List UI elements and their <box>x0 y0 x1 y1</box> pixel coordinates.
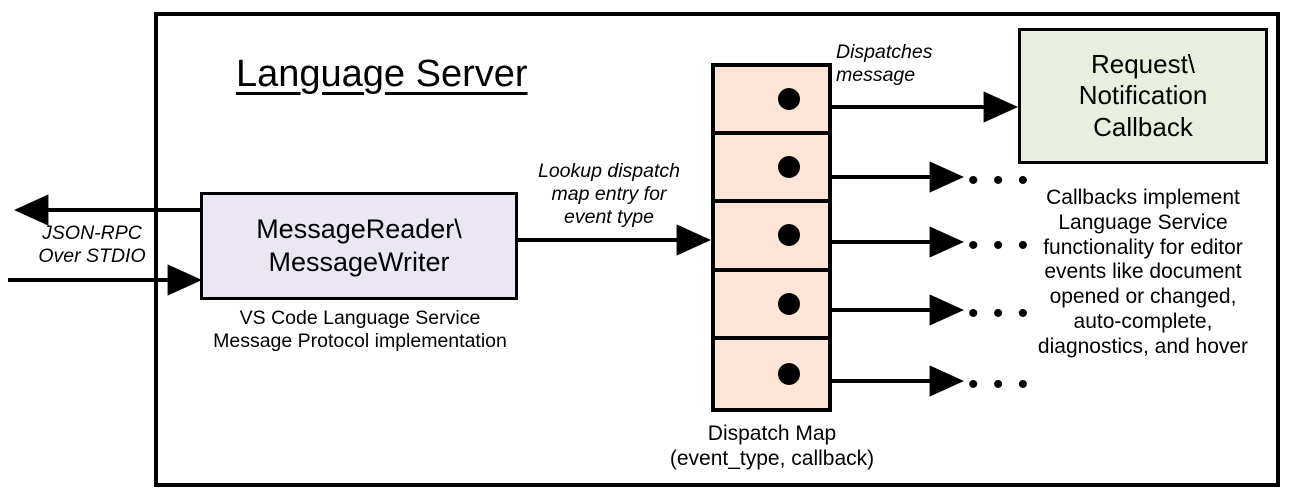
continuation-ellipsis: • • • <box>968 164 1032 197</box>
dispatch-map-cell[interactable] <box>715 203 828 272</box>
transport-label: JSON-RPC Over STDIO <box>38 222 146 267</box>
dispatch-map-cell[interactable] <box>715 340 828 408</box>
dispatch-entry-dot <box>778 292 800 315</box>
dispatch-entry-dot <box>778 156 800 179</box>
dispatch-entry-dot <box>778 362 800 385</box>
lookup-edge-label: Lookup dispatch map entry for event type <box>537 160 681 228</box>
dispatch-map-cell[interactable] <box>715 272 828 340</box>
dispatch-map-caption: Dispatch Map (event_type, callback) <box>669 422 875 470</box>
language-server-boundary <box>154 12 1280 487</box>
callback-caption: Callbacks implement Language Service fun… <box>1037 186 1249 358</box>
dispatch-entry-dot <box>778 224 800 247</box>
dispatch-edge-label: Dispatches message <box>836 41 933 86</box>
request-notification-callback-node[interactable]: Request\ Notification Callback <box>1018 28 1268 164</box>
dispatch-map-cell[interactable] <box>715 135 828 204</box>
dispatch-entry-dot <box>778 88 800 111</box>
message-reader-writer-label: MessageReader\ MessageWriter <box>256 214 462 277</box>
message-reader-writer-caption: VS Code Language Service Message Protoco… <box>213 307 507 352</box>
message-reader-writer-node[interactable]: MessageReader\ MessageWriter <box>200 192 518 300</box>
page-title: Language Server <box>236 53 528 95</box>
dispatch-map-cell[interactable] <box>715 67 828 136</box>
continuation-ellipsis: • • • <box>968 297 1032 330</box>
continuation-ellipsis: • • • <box>968 368 1032 401</box>
request-notification-callback-label: Request\ Notification Callback <box>1078 49 1208 142</box>
continuation-ellipsis: • • • <box>968 229 1032 262</box>
dispatch-map-node[interactable] <box>711 63 832 412</box>
